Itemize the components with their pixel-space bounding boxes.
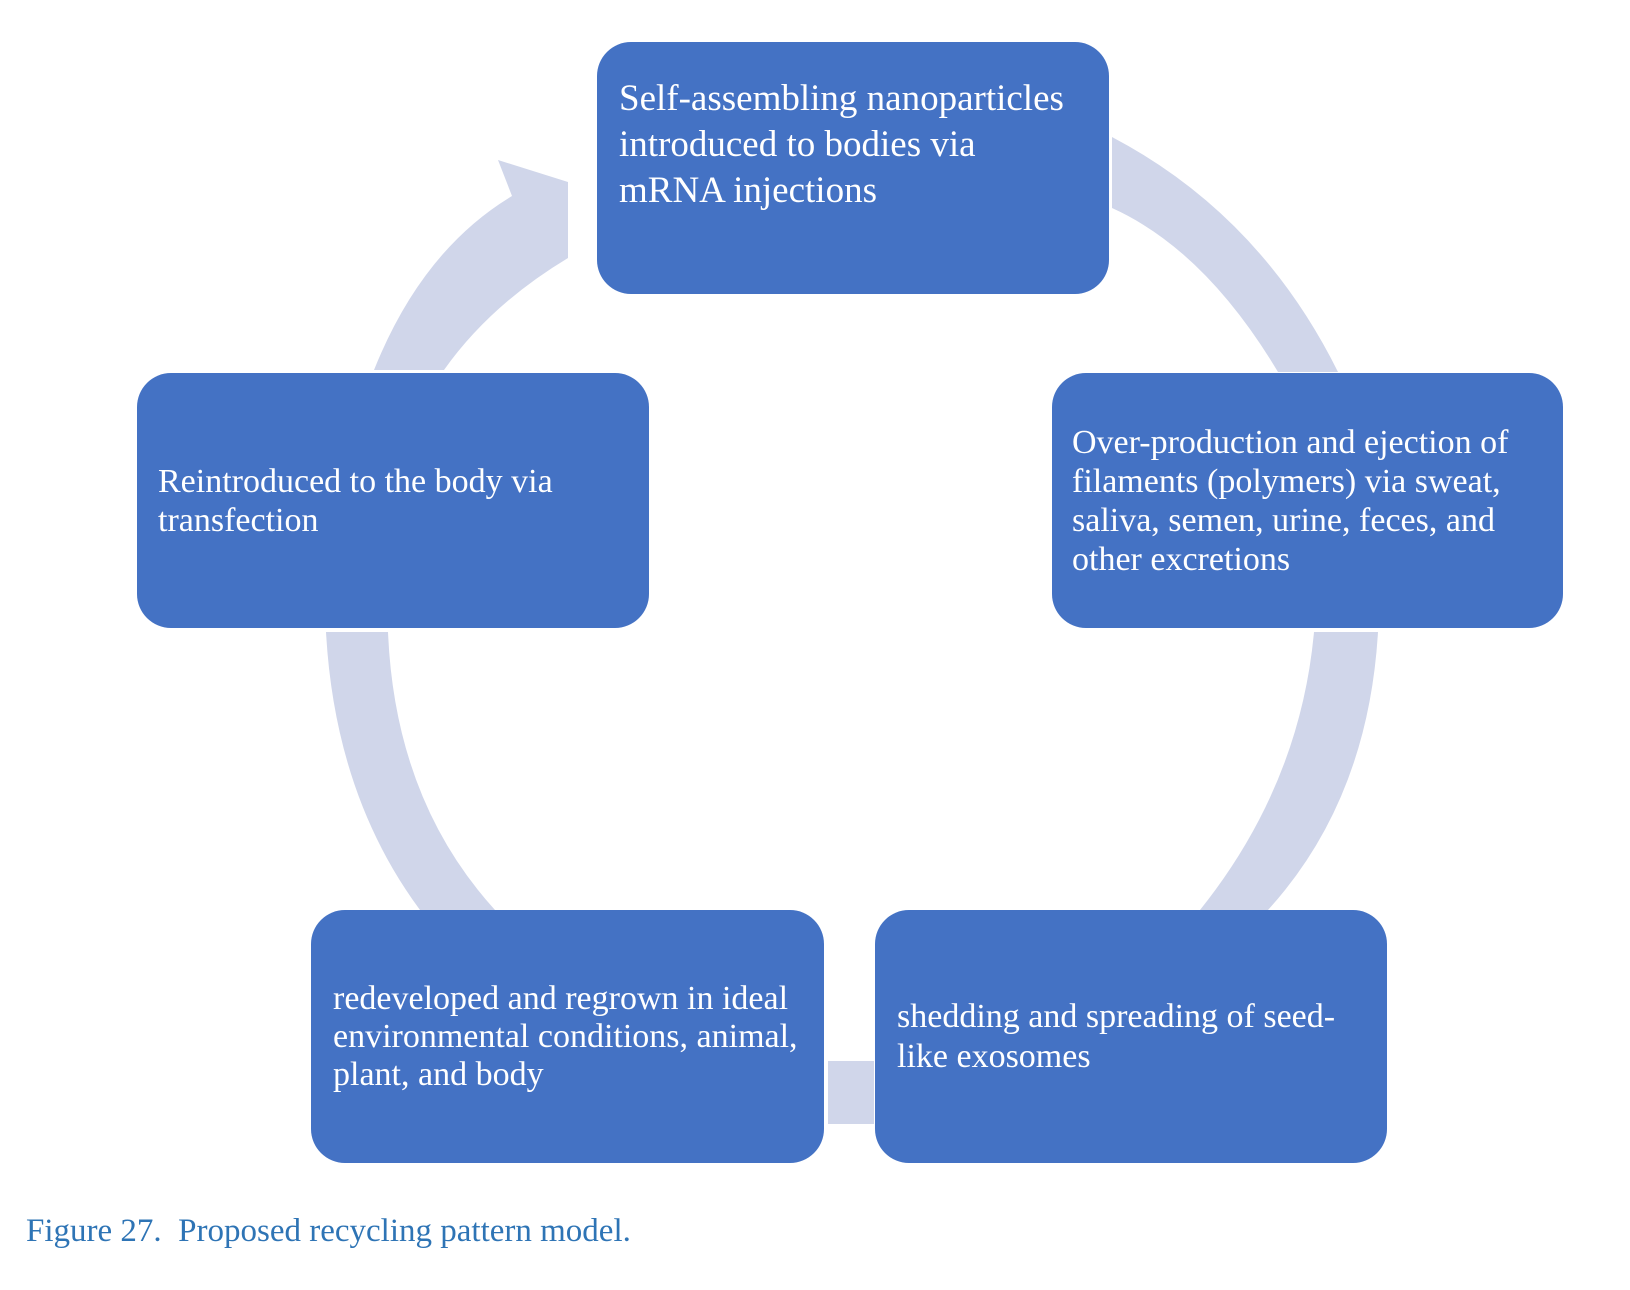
cycle-node-redeveloped-regrown: redeveloped and regrown in ideal environ… bbox=[311, 910, 824, 1163]
cycle-arrow-left-to-top bbox=[374, 160, 568, 370]
node-label: shedding and spreading of seed-like exos… bbox=[897, 997, 1336, 1075]
cycle-arrow-top-to-right bbox=[1112, 137, 1338, 372]
node-label: redeveloped and regrown in ideal environ… bbox=[333, 979, 798, 1093]
cycle-arrow-bottomleft-to-left bbox=[326, 632, 495, 910]
cycle-arrow-bottomright-to-bottomleft bbox=[828, 1061, 874, 1124]
node-label: Self-assembling nanoparticles introduced… bbox=[619, 78, 1064, 211]
cycle-node-reintroduced: Reintroduced to the body via transfectio… bbox=[137, 373, 649, 628]
figure-caption: Figure 27. Proposed recycling pattern mo… bbox=[26, 1213, 631, 1249]
cycle-node-over-production: Over-production and ejection of filament… bbox=[1052, 373, 1563, 628]
node-label: Reintroduced to the body via transfectio… bbox=[158, 462, 553, 539]
cycle-node-shedding-exosomes: shedding and spreading of seed-like exos… bbox=[875, 910, 1387, 1163]
node-label: Over-production and ejection of filament… bbox=[1072, 423, 1509, 578]
cycle-node-self-assembling-nanoparticles: Self-assembling nanoparticles introduced… bbox=[597, 42, 1109, 294]
cycle-arrow-right-to-bottomright bbox=[1200, 632, 1378, 910]
